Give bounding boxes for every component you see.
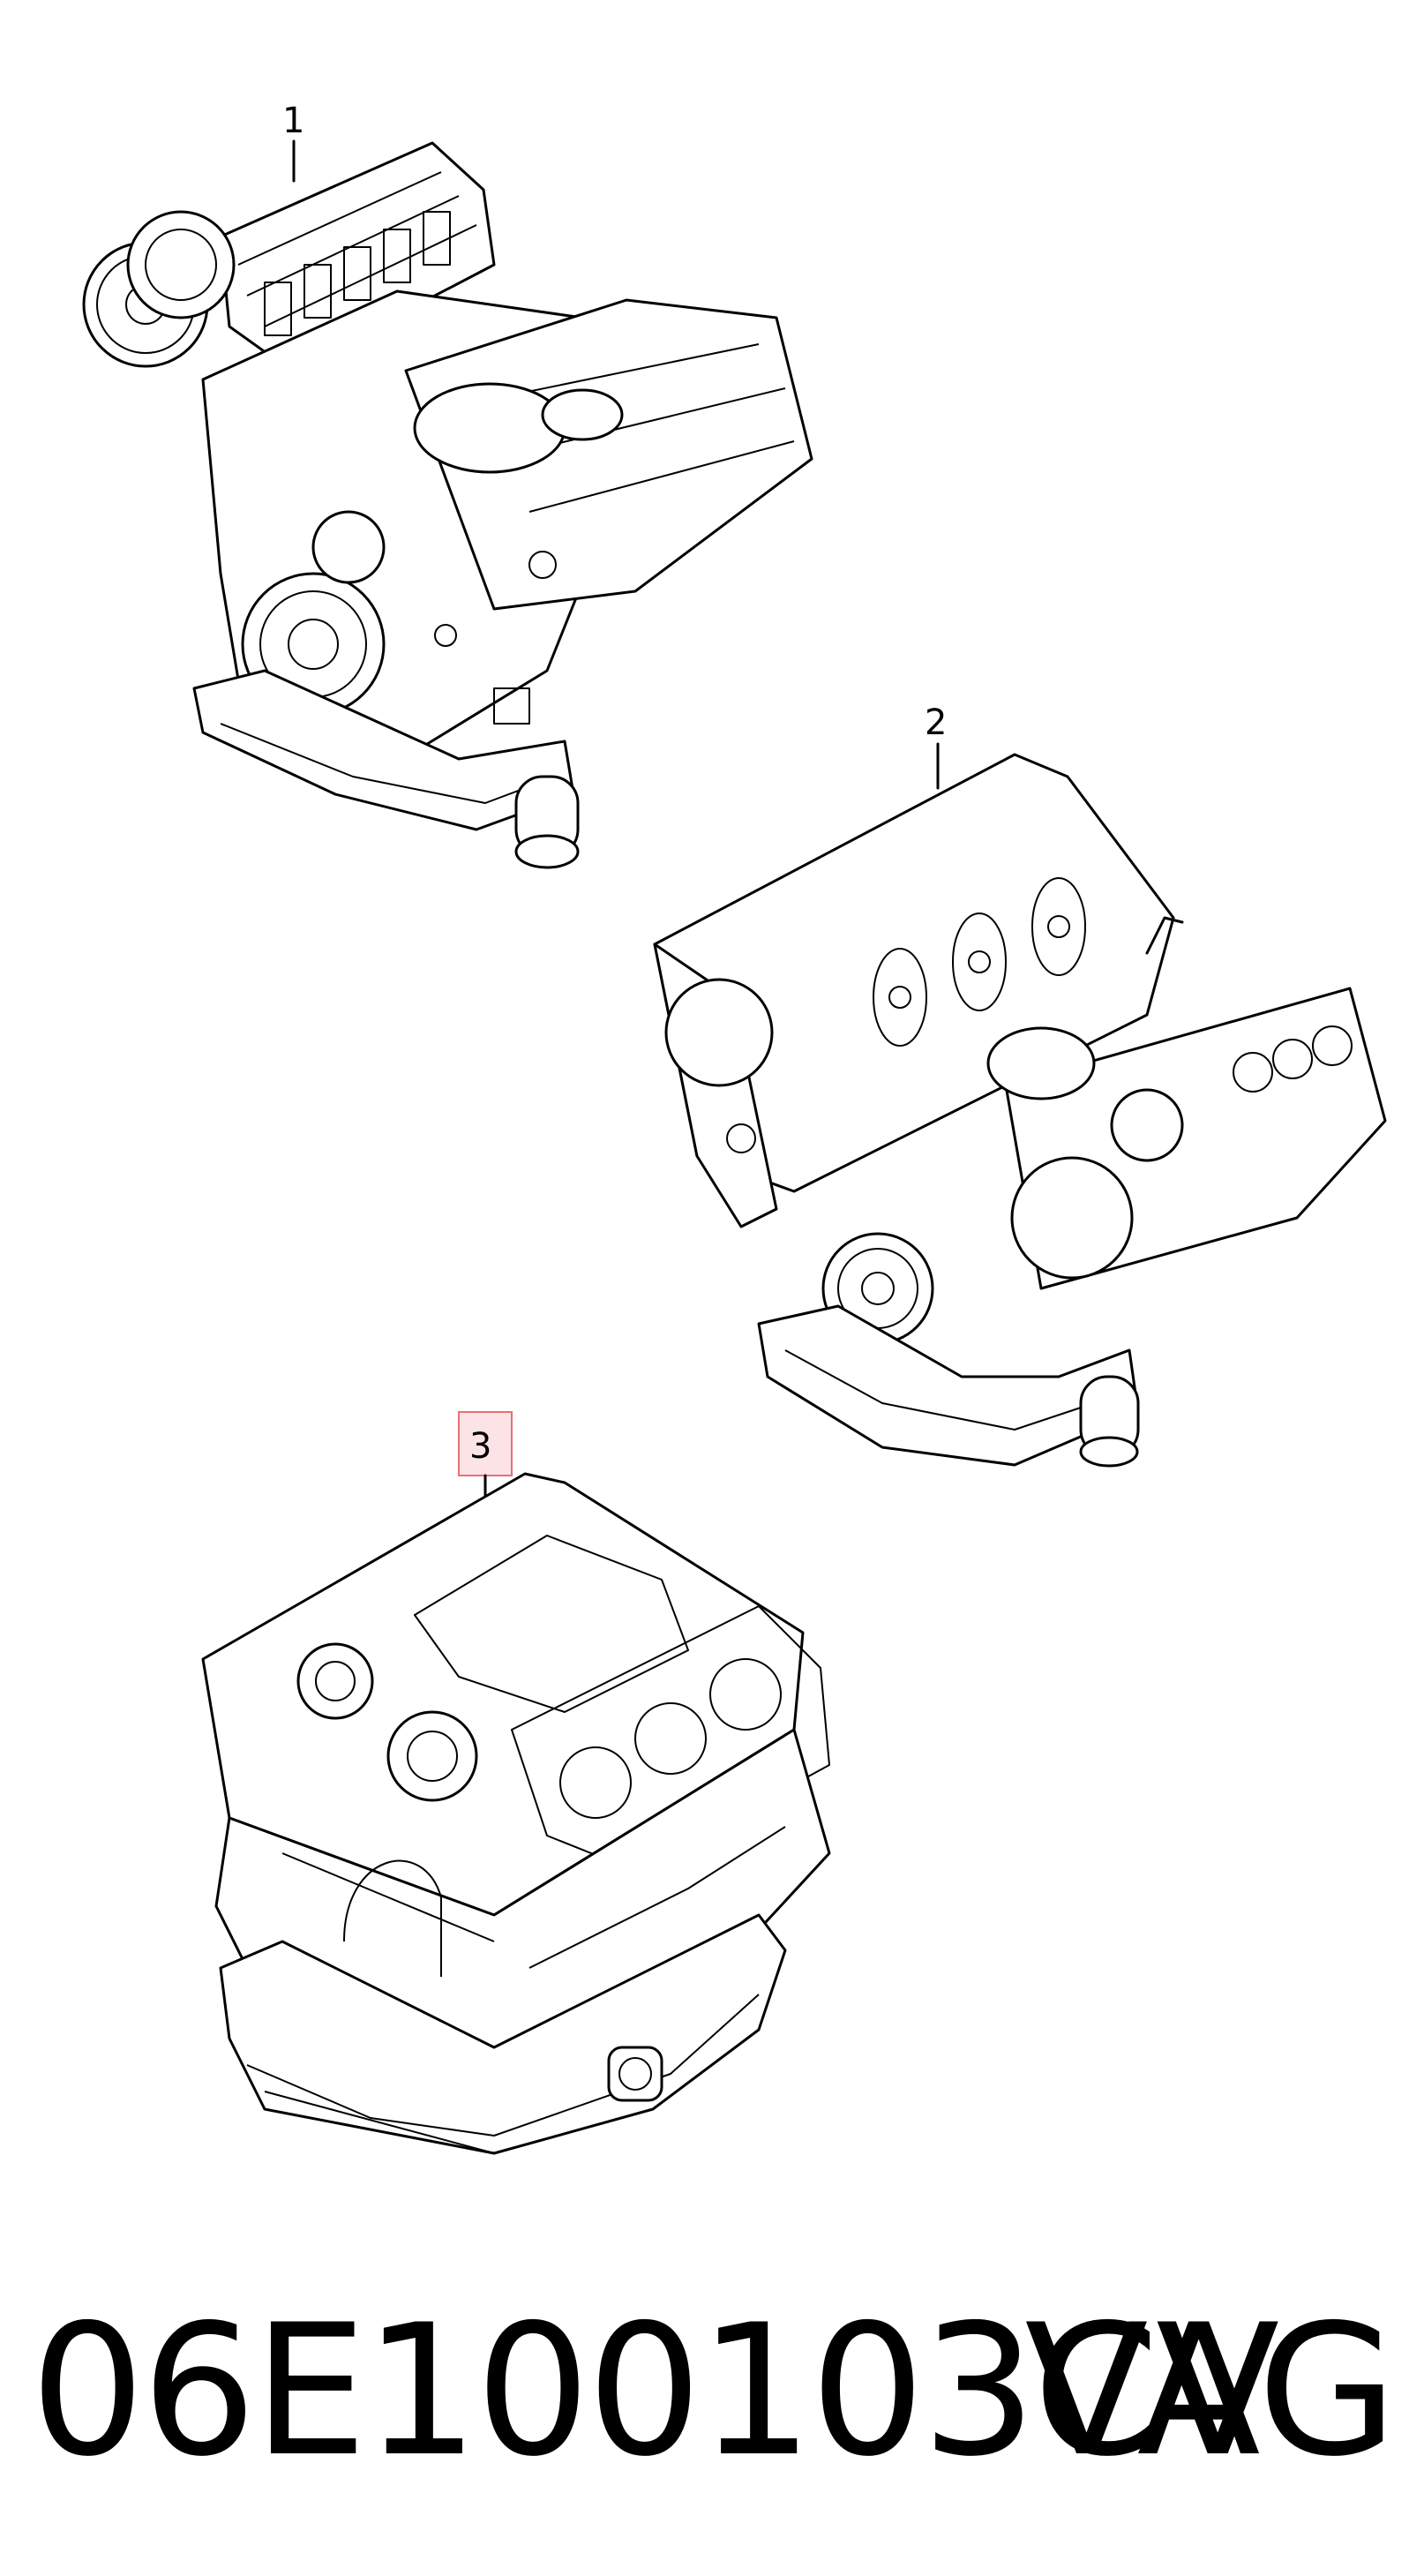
callout-2-label: 2 <box>925 702 947 743</box>
callout-3-label: 3 <box>469 1426 491 1467</box>
callout-3-highlight-box <box>458 1411 513 1476</box>
brand-name: VAG <box>1024 2287 1398 2497</box>
engine-assembly-2[interactable]: 2 <box>653 702 1387 1468</box>
callout-1-label: 1 <box>282 101 304 141</box>
engine-assembly-3[interactable]: 3 <box>201 1411 831 2155</box>
engine-assembly-1[interactable]: 1 <box>82 101 813 869</box>
footer: 06E100103CV VAG <box>0 2277 1424 2506</box>
part-number: 06E100103CV <box>30 2287 1279 2497</box>
